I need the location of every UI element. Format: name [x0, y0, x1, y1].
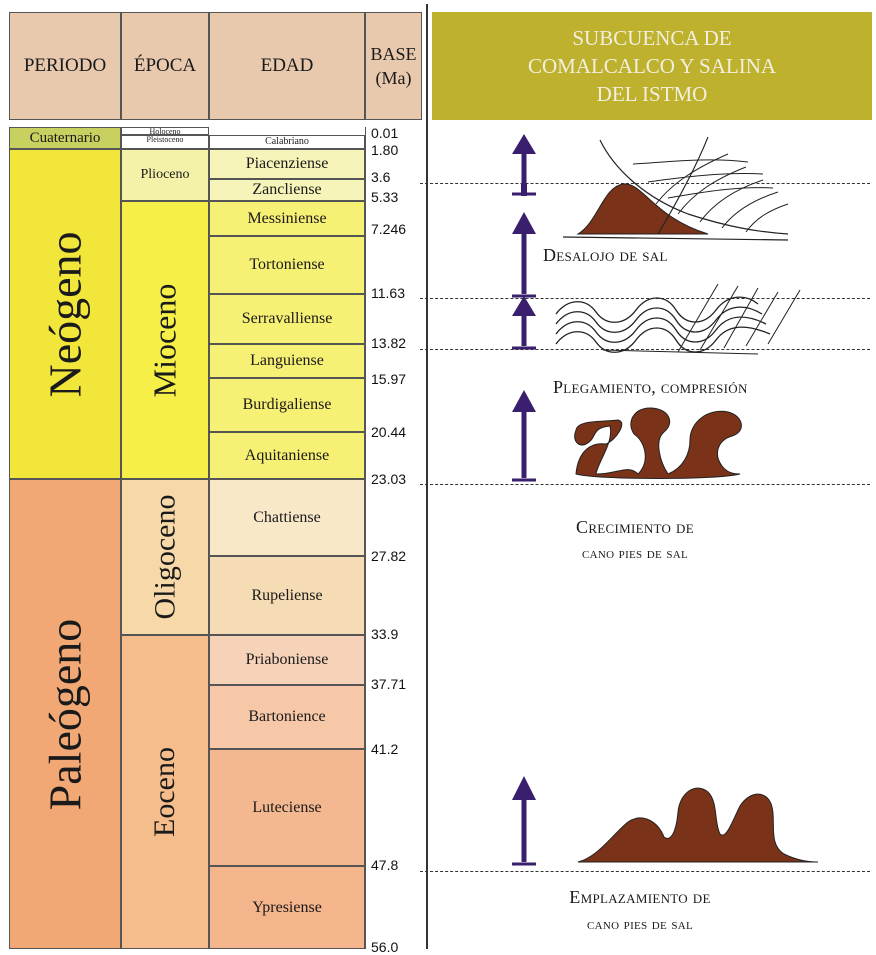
age-rupeliense: Rupeliense — [209, 556, 365, 635]
age-bartonience: Bartonience — [209, 685, 365, 749]
epoch-eoceno: Eoceno — [121, 635, 209, 949]
base-7-246: 7.246 — [371, 222, 406, 236]
header-epoca: ÉPOCA — [121, 12, 209, 120]
header-subcuenca-line3: DEL ISTMO — [597, 80, 708, 108]
base-1-80: 1.80 — [371, 143, 398, 157]
header-base-label: BASE — [370, 42, 416, 66]
epoch-pleistoceno-label: Pleistoceno — [147, 136, 184, 144]
epoch-oligoceno: Oligoceno — [121, 479, 209, 635]
age-priaboniense: Priaboniense — [209, 635, 365, 685]
age-piacenziense: Piacenziense — [209, 149, 365, 179]
event-emplazamiento-line2: cano pies de sal — [520, 916, 760, 934]
base-37-71: 37.71 — [371, 677, 406, 691]
age-chattiense: Chattiense — [209, 479, 365, 556]
age-luteciense-label: Luteciense — [252, 799, 321, 817]
event-emplazamiento-line1: Emplazamiento de — [520, 887, 760, 908]
epoch-holoceno-label: Holoceno — [149, 128, 180, 135]
epoch-eoceno-label: Eoceno — [148, 747, 182, 837]
age-ypresiense-label: Ypresiense — [252, 899, 322, 917]
base-15-97: 15.97 — [371, 372, 406, 386]
age-burdigaliense-label: Burdigaliense — [243, 396, 332, 414]
base-11-63: 11.63 — [371, 286, 405, 300]
base-0-01: 0.01 — [371, 126, 398, 140]
age-aquitaniense: Aquitaniense — [209, 432, 365, 479]
age-zancliense: Zancliense — [209, 179, 365, 201]
arrow-icon — [512, 390, 536, 480]
header-periodo-label: PERIODO — [24, 55, 106, 77]
age-rupeliense-label: Rupeliense — [251, 587, 322, 605]
base-27-82: 27.82 — [371, 549, 406, 563]
age-ypresiense: Ypresiense — [209, 866, 365, 949]
epoch-oligoceno-label: Oligoceno — [148, 495, 182, 620]
base-5-33: 5.33 — [371, 190, 398, 204]
arrow-icon — [512, 134, 536, 196]
salt-emplacement-sketch — [578, 788, 818, 862]
event-crecimiento-line2: cano pies de sal — [525, 545, 745, 563]
epoch-holoceno: Holoceno — [121, 127, 209, 135]
epoch-plioceno-label: Plioceno — [141, 167, 190, 183]
epoch-pleistoceno: Pleistoceno — [121, 135, 209, 149]
header-periodo: PERIODO — [9, 12, 121, 120]
age-serravalliense-label: Serravalliense — [242, 310, 333, 328]
period-cuaternario-label: Cuaternario — [30, 130, 101, 147]
age-messiniense: Messiniense — [209, 201, 365, 236]
age-tortoniense: Tortoniense — [209, 236, 365, 294]
event-plegamiento: Plegamiento, compresión — [553, 377, 853, 398]
salt-withdrawal-sketch — [563, 137, 788, 240]
age-luteciense: Luteciense — [209, 749, 365, 866]
age-zancliense-label: Zancliense — [252, 181, 321, 199]
age-bartonience-label: Bartonience — [248, 708, 325, 726]
period-paleogeno-label: Paleógeno — [39, 618, 92, 810]
base-47-8: 47.8 — [371, 858, 398, 872]
event-desalojo: Desalojo de sal — [543, 245, 723, 266]
age-aquitaniense-label: Aquitaniense — [245, 447, 329, 465]
base-axis — [365, 127, 366, 949]
age-piacenziense-label: Piacenziense — [246, 155, 329, 173]
salt-canopy-sketch — [575, 408, 742, 479]
base-41-2: 41.2 — [371, 742, 398, 756]
period-paleogeno: Paleógeno — [9, 479, 121, 949]
age-calabriano-label: Calabriano — [265, 137, 309, 147]
epoch-mioceno-label: Mioceno — [147, 283, 184, 397]
fold-sketch — [556, 284, 800, 354]
age-languiense: Languiense — [209, 344, 365, 378]
arrow-icon — [512, 212, 536, 296]
header-base: BASE (Ma) — [365, 12, 422, 120]
event-crecimiento-line1: Crecimiento de — [525, 517, 745, 538]
age-chattiense-label: Chattiense — [253, 509, 321, 527]
age-priaboniense-label: Priaboniense — [246, 651, 329, 669]
arrow-icon — [512, 776, 536, 864]
age-calabriano: Calabriano — [209, 135, 365, 149]
base-33-9: 33.9 — [371, 627, 398, 641]
age-languiense-label: Languiense — [250, 352, 324, 370]
header-subcuenca: SUBCUENCA DE COMALCALCO Y SALINA DEL IST… — [432, 12, 872, 120]
age-tortoniense-label: Tortoniense — [249, 256, 324, 274]
base-23-03: 23.03 — [371, 472, 406, 486]
period-neogeno-label: Neógeno — [39, 231, 92, 397]
age-serravalliense: Serravalliense — [209, 294, 365, 344]
age-messiniense-label: Messiniense — [247, 210, 326, 228]
epoch-mioceno: Mioceno — [121, 201, 209, 479]
arrow-icon — [512, 296, 536, 348]
base-13-82: 13.82 — [371, 336, 406, 350]
header-base-unit: (Ma) — [376, 66, 412, 90]
base-3-6: 3.6 — [371, 170, 390, 184]
age-burdigaliense: Burdigaliense — [209, 378, 365, 432]
header-subcuenca-line2: COMALCALCO Y SALINA — [528, 52, 776, 80]
header-edad-label: EDAD — [261, 55, 314, 77]
header-edad: EDAD — [209, 12, 365, 120]
period-neogeno: Neógeno — [9, 149, 121, 479]
epoch-plioceno: Plioceno — [121, 149, 209, 201]
header-subcuenca-line1: SUBCUENCA DE — [572, 24, 731, 52]
base-56-0: 56.0 — [371, 940, 398, 954]
header-epoca-label: ÉPOCA — [134, 55, 196, 77]
base-20-44: 20.44 — [371, 425, 406, 439]
period-cuaternario: Cuaternario — [9, 127, 121, 149]
